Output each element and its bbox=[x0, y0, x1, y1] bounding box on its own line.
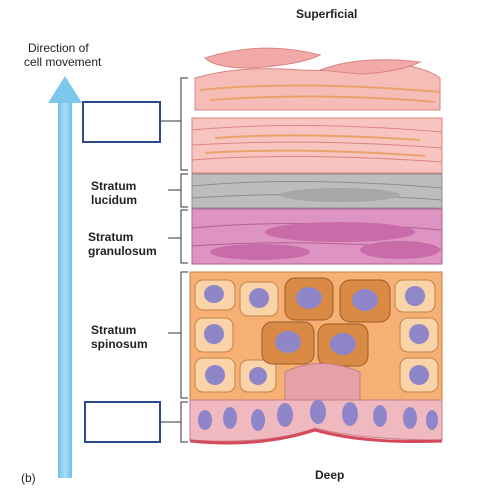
direction-arrow bbox=[48, 76, 82, 478]
panel-label: (b) bbox=[21, 471, 36, 485]
spinosum-label-line2: spinosum bbox=[91, 337, 148, 351]
stratum-granulosum bbox=[191, 208, 443, 265]
spinosum-label-line1: Stratum bbox=[91, 323, 137, 337]
deep-label: Deep bbox=[315, 468, 345, 482]
answer-box-bottom[interactable] bbox=[84, 401, 161, 443]
stratum-lucidum bbox=[191, 173, 443, 209]
layer-brackets bbox=[161, 77, 188, 443]
superficial-label: Superficial bbox=[296, 7, 358, 21]
direction-label-line1: Direction of bbox=[28, 41, 89, 55]
granulosum-label-line2: granulosum bbox=[88, 244, 157, 258]
direction-label-line2: cell movement bbox=[24, 55, 102, 69]
stratum-corneum-lower bbox=[191, 117, 443, 174]
lucidum-label-line2: lucidum bbox=[91, 193, 138, 207]
answer-box-top[interactable] bbox=[82, 101, 161, 143]
granulosum-label-line1: Stratum bbox=[88, 230, 134, 244]
lucidum-label-line1: Stratum bbox=[91, 179, 137, 193]
stratum-basale bbox=[189, 363, 443, 445]
stratum-corneum-top bbox=[194, 47, 441, 111]
